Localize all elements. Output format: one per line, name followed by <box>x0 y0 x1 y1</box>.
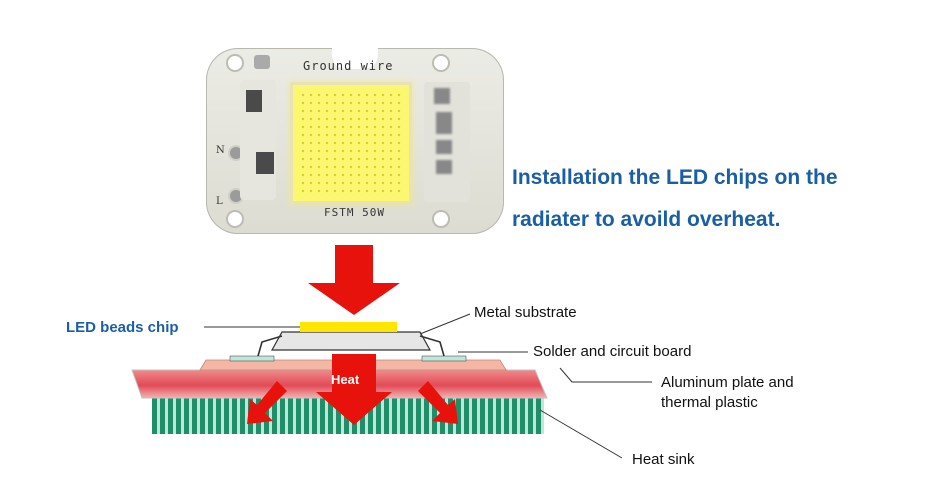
component-1 <box>434 88 450 104</box>
mounting-hole-top-left <box>228 56 242 70</box>
heat-left-arrow-icon <box>247 381 287 424</box>
heat-right-arrow-icon <box>418 381 458 424</box>
down-arrow-icon <box>308 245 400 315</box>
lead-left <box>257 335 283 357</box>
solder-pad-left <box>229 355 275 362</box>
label-aluminum-line-1: Aluminum plate and <box>661 374 794 391</box>
mounting-hole-top-right <box>434 56 448 70</box>
label-heat-sink: Heat sink <box>632 451 695 468</box>
label-led-beads-chip: LED beads chip <box>66 319 179 336</box>
component-4 <box>436 160 452 174</box>
led-emitting-area <box>290 82 412 204</box>
driver-chip-bottom <box>256 152 274 174</box>
heat-label: Heat <box>331 372 360 387</box>
board-bottom-label: FSTM 50W <box>324 206 385 219</box>
heat-down-arrow-icon <box>316 354 392 425</box>
mounting-hole-bottom-left <box>228 212 242 226</box>
heading-line-1: Installation the LED chips on the <box>512 166 838 189</box>
solder-pad-right <box>421 355 467 362</box>
led-beads-chip <box>300 322 397 332</box>
driver-chip-top <box>246 90 262 112</box>
pin-n-label: N <box>216 145 225 156</box>
pin-l-pad <box>230 190 242 202</box>
component-2 <box>436 112 452 134</box>
metal-substrate <box>270 331 432 351</box>
label-solder-circuit: Solder and circuit board <box>533 343 692 360</box>
label-aluminum-line-2: thermal plastic <box>661 394 758 411</box>
lead-right <box>419 335 445 357</box>
component-3 <box>436 140 452 154</box>
ground-pad <box>254 55 270 69</box>
label-metal-substrate: Metal substrate <box>474 304 577 321</box>
mounting-hole-bottom-right <box>434 212 448 226</box>
pin-l-label: L <box>216 196 223 207</box>
leader-aluminum <box>559 367 652 383</box>
heading-line-2: radiater to avoild overheat. <box>512 208 781 231</box>
pin-n-pad <box>230 147 242 159</box>
leader-heat-sink <box>539 409 623 459</box>
board-top-label: Ground wire <box>303 59 394 73</box>
board-notch <box>332 47 378 69</box>
leader-metal-substrate <box>419 313 471 335</box>
